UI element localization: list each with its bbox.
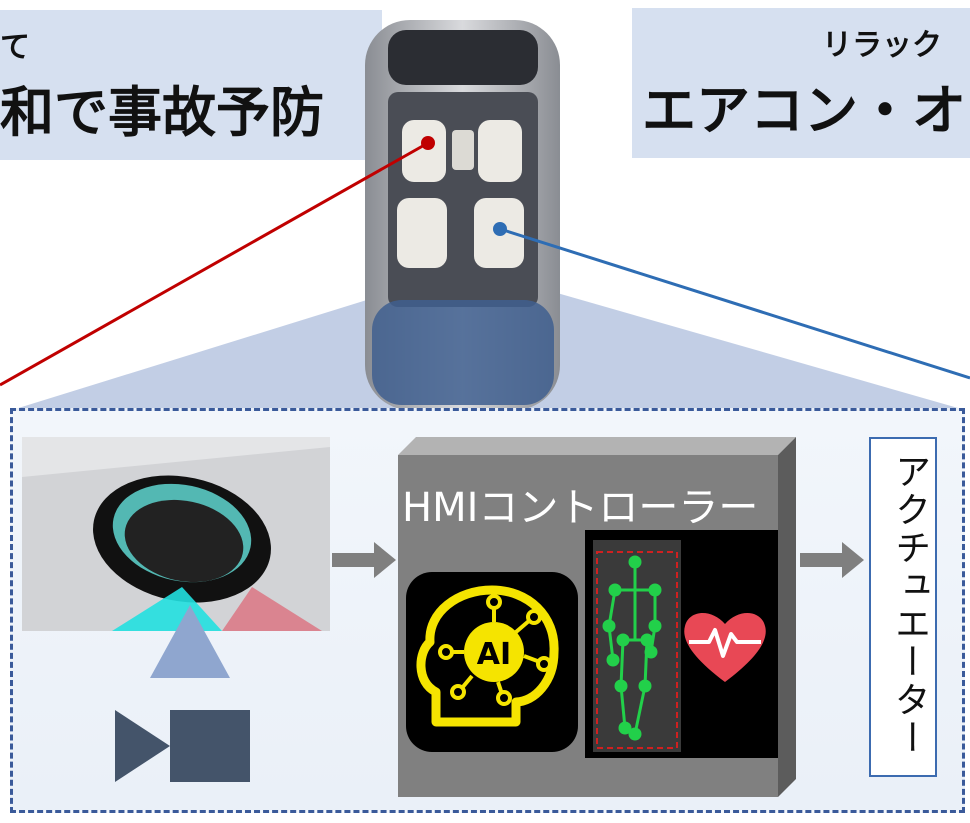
passenger-dot (493, 222, 507, 236)
person-thermal-image (593, 540, 681, 752)
hmi-controller-label: HMIコントローラー (402, 485, 759, 531)
banner-left-line2: 和で事故予防 (0, 81, 324, 144)
banner-right-line1: リラック (822, 28, 942, 63)
camera-view-area (115, 605, 250, 782)
actuator-box: アクチュエーター (869, 437, 937, 777)
skeleton-icon (602, 555, 662, 741)
arrow-to-actuator-icon (800, 542, 864, 578)
car-icon (365, 20, 560, 410)
camera-module-image (22, 437, 330, 631)
banner-left-line1: て (0, 30, 30, 65)
driver-dot (421, 136, 435, 150)
video-camera-icon (115, 710, 250, 782)
detection-box (596, 551, 678, 749)
pose-vitals-panel (585, 530, 778, 758)
ai-brain-icon: AI (406, 572, 578, 752)
ai-badge-text: AI (477, 637, 511, 672)
passenger-connector-line (499, 227, 970, 380)
banner-right-line2: エアコン・オ (642, 79, 966, 142)
banner-right: リラック エアコン・オ (632, 8, 970, 158)
driver-connector-line (0, 141, 429, 387)
actuator-label: アクチュエーター (889, 453, 930, 757)
heart-rate-icon (684, 612, 766, 682)
arrow-to-controller-icon (332, 542, 396, 578)
banner-left: て 和で事故予防 (0, 10, 382, 160)
